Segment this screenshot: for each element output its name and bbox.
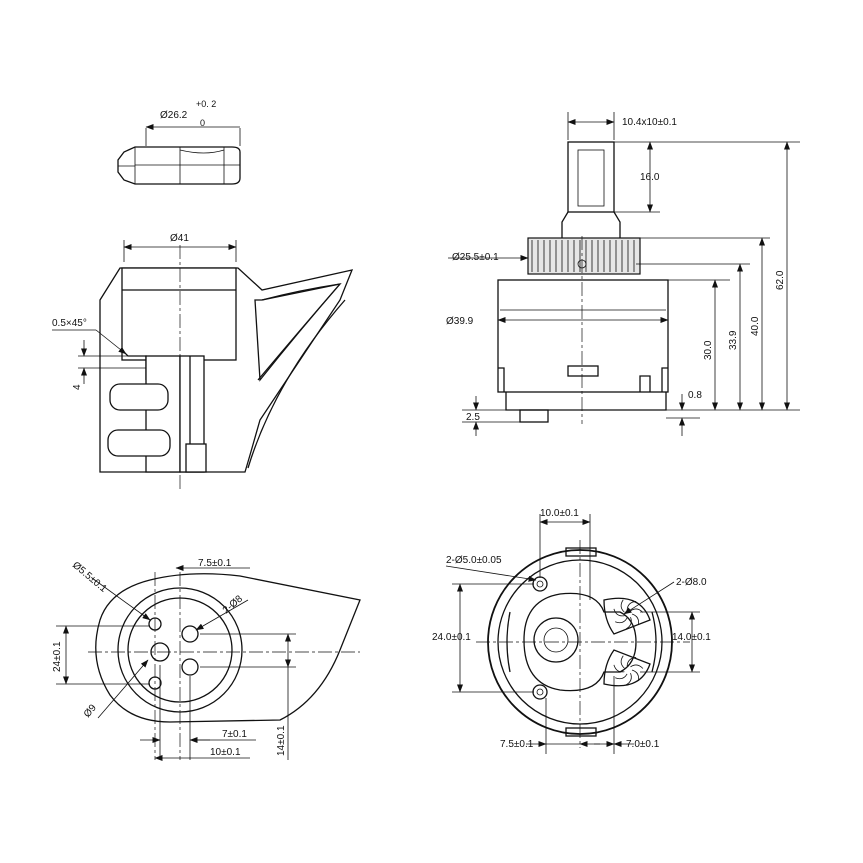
impeller-blade [615, 673, 628, 680]
housing-height-label: 24±0.1 [52, 641, 63, 672]
housing-section-view: Ø41 0.5×45° 4 [52, 233, 354, 490]
pin-top [532, 576, 548, 592]
stem-label: 10.4x10±0.1 [622, 117, 677, 128]
right-span-label: 14.0±0.1 [672, 632, 711, 643]
chamfer-label: 0.5×45° [52, 318, 87, 329]
impeller-blade [625, 616, 632, 630]
housing-bore-label: Ø41 [170, 233, 189, 244]
impeller-blade [620, 655, 625, 669]
impeller-blade [615, 617, 628, 624]
port-petal-bottom [603, 649, 651, 687]
port-spacing-label: 7.5±0.1 [198, 558, 232, 569]
total-height-label: 62.0 [775, 270, 786, 290]
impeller-blade [613, 608, 625, 617]
housing-outline [95, 573, 361, 723]
housing-bore [121, 267, 237, 361]
impeller-blade [631, 613, 640, 625]
impeller-blade [613, 664, 625, 673]
impeller-blade [625, 672, 632, 686]
step-label: 0.8 [688, 390, 702, 401]
height2-label: 33.9 [728, 330, 739, 350]
impeller-blade [620, 599, 625, 613]
channel-lower [107, 429, 171, 457]
housing-bottom-view: 7.5±0.1 Ø5.5±0.1 2-Ø8 24±0.1 Ø9 7±0.1 10… [52, 558, 361, 761]
seal-tol-upper: +0. 2 [196, 99, 216, 109]
pin-bottom [532, 684, 548, 700]
impeller-blade [626, 657, 637, 667]
depth-label: 4 [72, 384, 83, 390]
stem-height-label: 16.0 [640, 172, 660, 183]
body-label: Ø39.9 [446, 316, 474, 327]
cartridge-side-view: 10.4x10±0.1 16.0 Ø25.5±0.1 Ø39.9 30.0 33… [446, 112, 800, 436]
port-label: 2-Ø8.0 [676, 577, 707, 588]
impeller-blade [630, 664, 644, 669]
port-small-label: Ø5.5±0.1 [70, 560, 109, 595]
cartridge-spline [527, 237, 641, 275]
seal-outline [117, 146, 241, 185]
channel-upper [109, 383, 169, 411]
port-large-bottom [181, 658, 199, 676]
cartridge-stem [567, 141, 615, 213]
offset2-label: 10±0.1 [210, 747, 241, 758]
seal-view: Ø26.2 +0. 2 0 [117, 99, 241, 185]
cartridge-bottom-view: 10.0±0.1 2-Ø5.0±0.05 2-Ø8.0 24.0±0.1 14.… [432, 508, 711, 754]
seal-tol-lower: 0 [200, 118, 205, 128]
center-port-label: Ø9 [82, 702, 99, 720]
center-inlet [533, 617, 579, 663]
port-petal-top [603, 597, 651, 635]
offset3-label: 14±0.1 [276, 725, 287, 756]
cartridge-body [497, 279, 669, 393]
height3-label: 40.0 [750, 316, 761, 336]
port-large-top [181, 625, 199, 643]
top-span-label: 10.0±0.1 [540, 508, 579, 519]
left-offset-label: 7.5±0.1 [500, 739, 534, 750]
pin-label: 2-Ø5.0±0.05 [446, 555, 502, 566]
right-offset-label: 7.0±0.1 [626, 739, 660, 750]
height1-label: 30.0 [703, 340, 714, 360]
cartridge-height-label: 24.0±0.1 [432, 632, 471, 643]
spline-label: Ø25.5±0.1 [452, 252, 499, 263]
base-label: 2.5 [466, 412, 480, 423]
offset1-label: 7±0.1 [222, 729, 247, 740]
port-large-label: 2-Ø8 [221, 593, 245, 616]
seal-diameter-label: Ø26.2 [160, 110, 188, 121]
impeller-blade [631, 669, 640, 681]
